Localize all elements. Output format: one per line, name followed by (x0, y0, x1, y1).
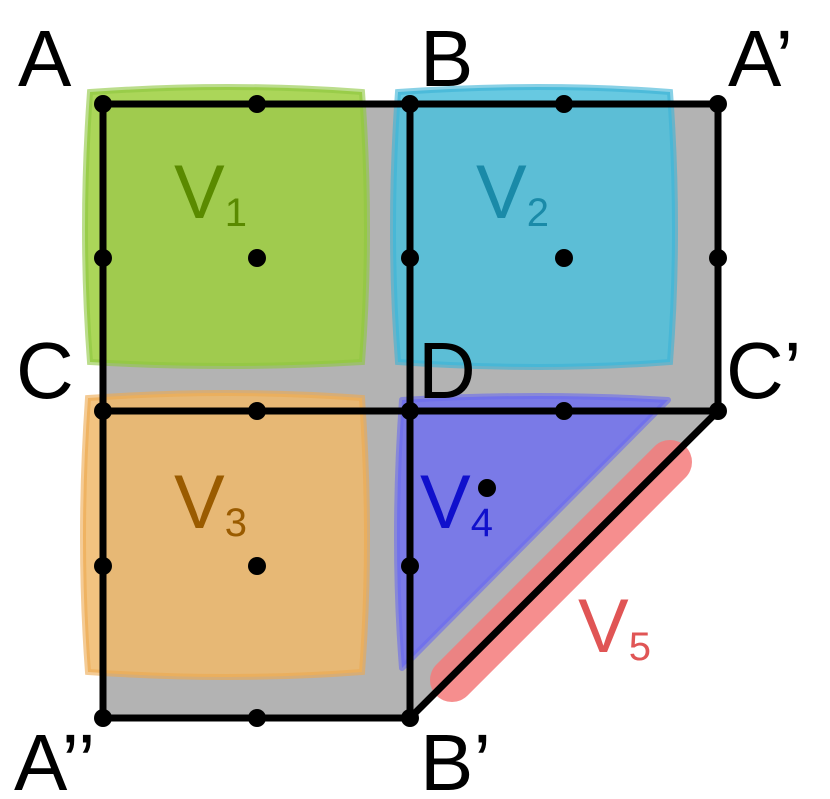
node (478, 479, 496, 497)
node (94, 402, 112, 420)
node (401, 249, 419, 267)
node (401, 95, 419, 113)
mesh-nodes (94, 95, 727, 727)
region-v4-label: V4 (420, 460, 493, 545)
node (94, 709, 112, 727)
region-v2-label: V2 (476, 150, 549, 235)
region-v1-label: V1 (174, 150, 247, 235)
node (401, 709, 419, 727)
node (248, 95, 266, 113)
corner-label-c: C (16, 326, 74, 415)
region-v4-patch (394, 393, 671, 671)
node (248, 709, 266, 727)
node (555, 95, 573, 113)
corner-label-c-prime: C’ (726, 326, 802, 415)
node (248, 557, 266, 575)
outer-boundary (99, 100, 722, 722)
node (94, 557, 112, 575)
region-v3-label: V3 (174, 460, 247, 545)
corner-label-d: D (418, 326, 476, 415)
region-v3-patch (80, 390, 370, 680)
corner-label-a-double-prime: A’’ (14, 718, 96, 799)
node (709, 402, 727, 420)
corner-label-a: A (18, 14, 72, 103)
node (401, 557, 419, 575)
corner-label-b-prime: B’ (420, 718, 491, 799)
node (248, 402, 266, 420)
corner-label-b: B (420, 14, 473, 103)
node (555, 402, 573, 420)
node (709, 249, 727, 267)
corner-label-a-prime: A’ (728, 14, 793, 103)
node (248, 249, 266, 267)
node (94, 249, 112, 267)
node (94, 95, 112, 113)
region-v2-patch (390, 84, 678, 370)
node (401, 402, 419, 420)
node (555, 249, 573, 267)
region-v5-label: V5 (578, 584, 651, 669)
region-v1-patch (82, 84, 370, 369)
node (709, 95, 727, 113)
